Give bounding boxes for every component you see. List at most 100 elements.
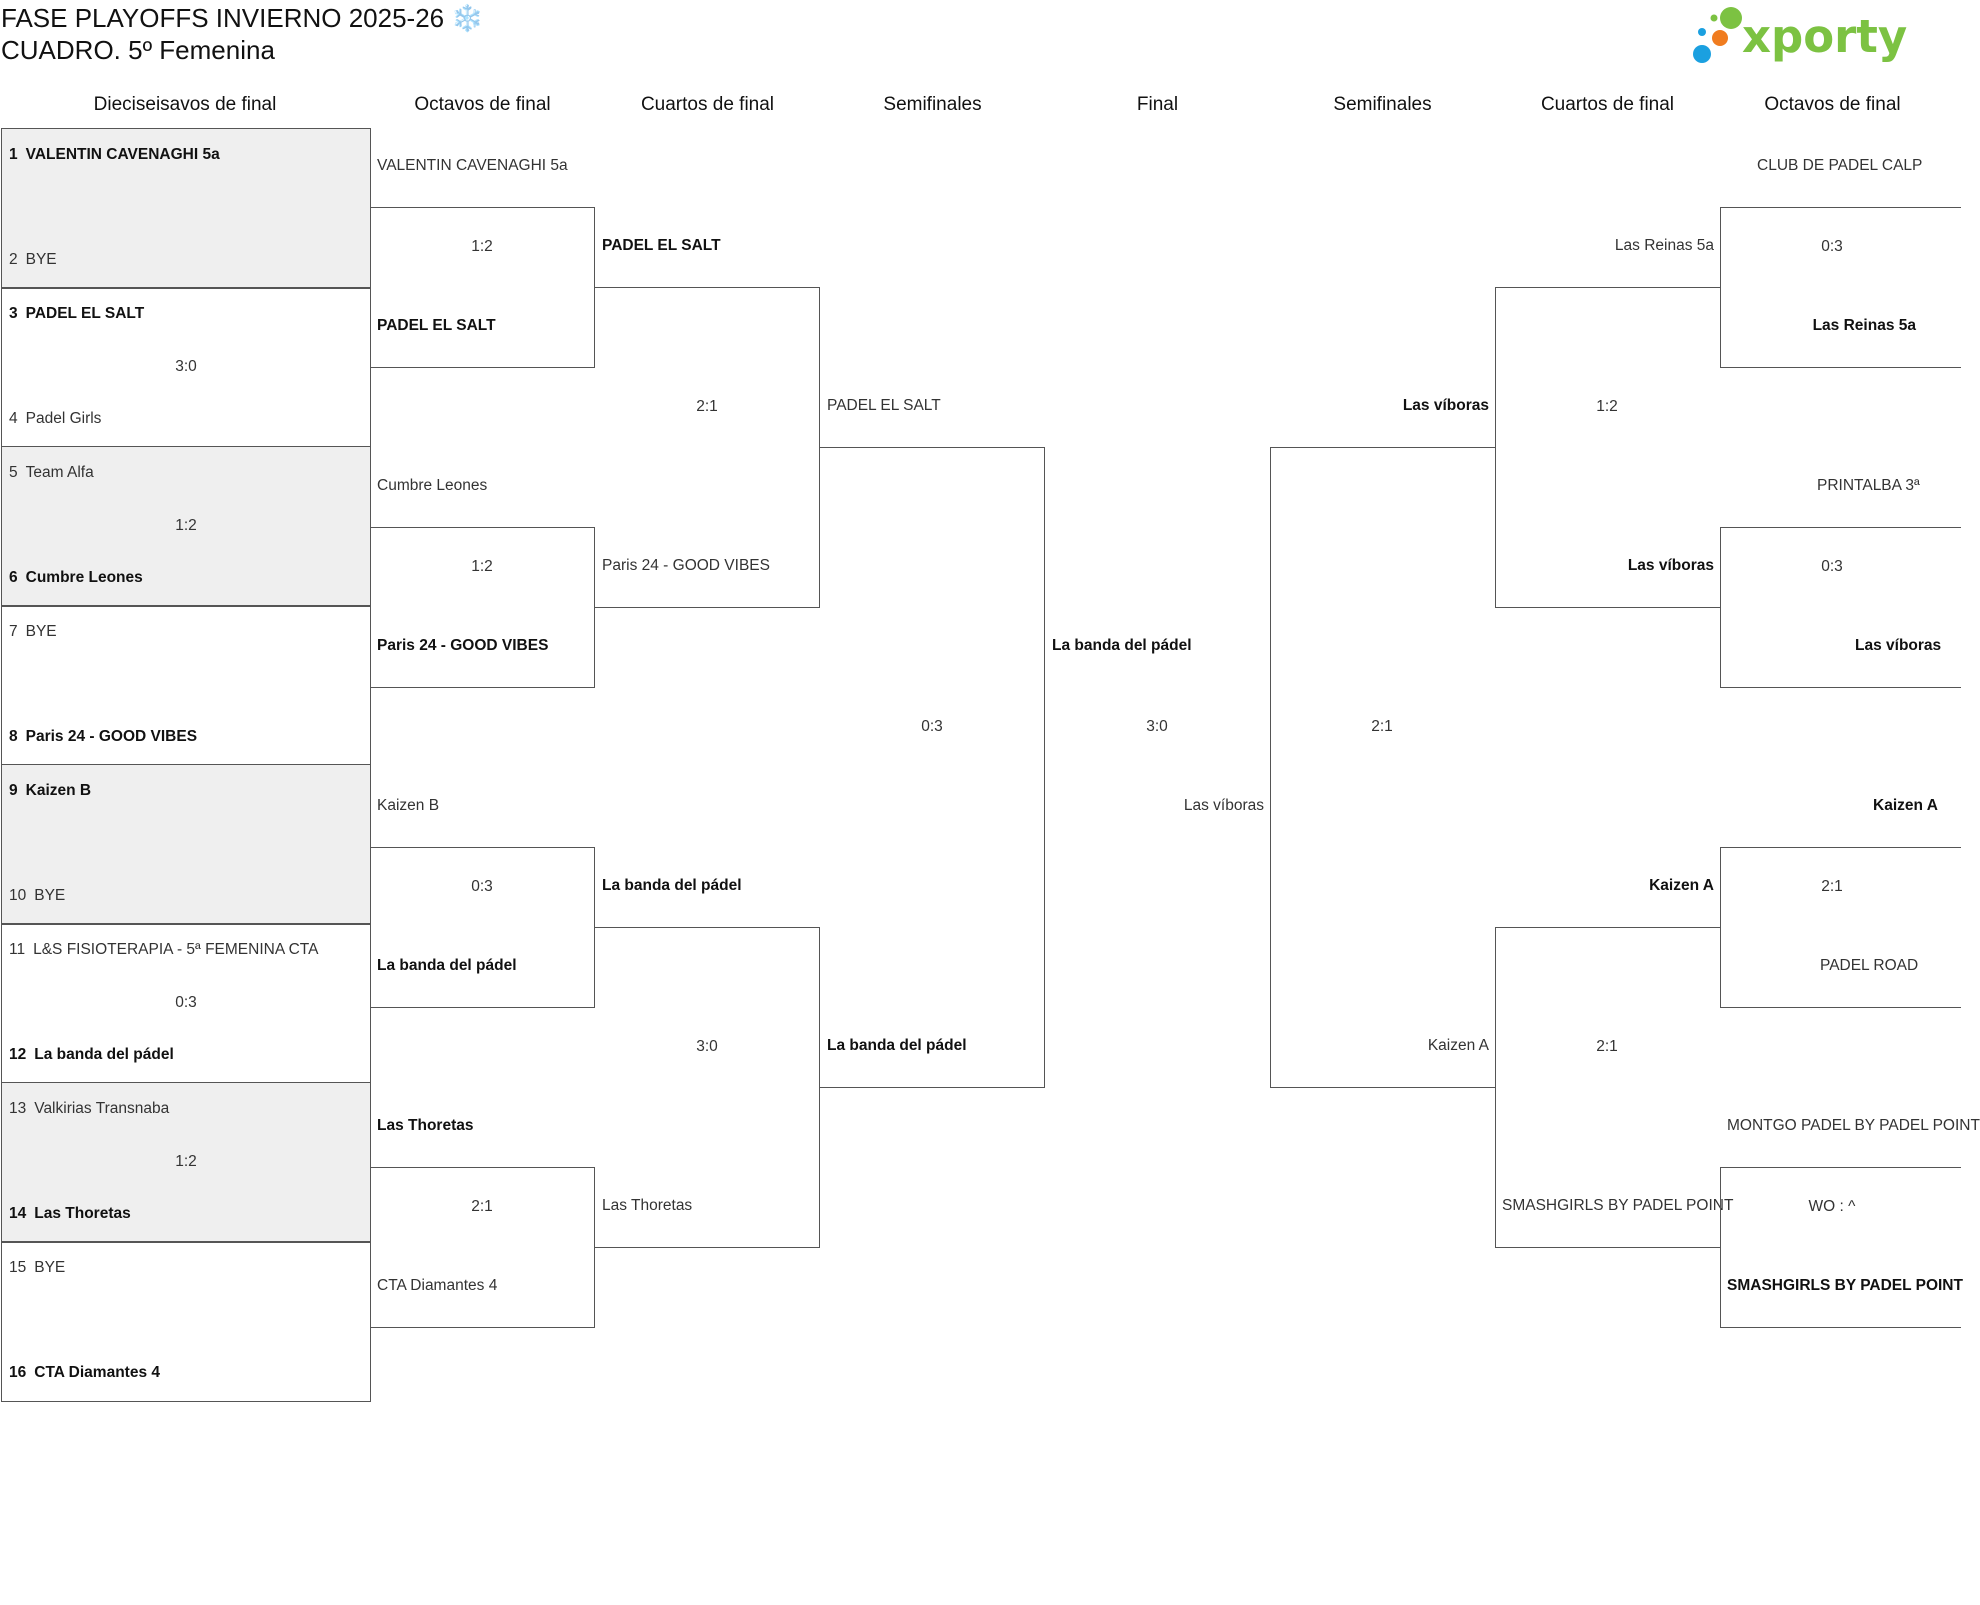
match-bracket[interactable]: [1720, 527, 1961, 688]
header-sf-right: Semifinales: [1333, 94, 1432, 115]
header-final: Final: [1136, 94, 1179, 115]
match-score: 0:3: [921, 718, 943, 735]
logo-dot-green: [1720, 7, 1742, 29]
team-name: La banda del pádel: [377, 957, 517, 974]
match-bracket[interactable]: [370, 527, 595, 688]
team-name: Cumbre Leones: [377, 477, 488, 494]
team-name: CLUB DE PADEL CALP: [1757, 157, 1923, 174]
match-score: 1:2: [175, 517, 197, 534]
team-name: PRINTALBA 3ª: [1817, 477, 1920, 494]
team-name: Kaizen A: [1427, 1037, 1489, 1054]
match-bracket[interactable]: [370, 847, 595, 1008]
team-name: Las víboras: [1855, 637, 1942, 654]
team-name: VALENTIN CAVENAGHI 5a: [377, 157, 568, 174]
match-score: 2:1: [1596, 1038, 1618, 1055]
logo-text: xporty: [1742, 10, 1907, 63]
team-name: Las víboras: [1402, 397, 1489, 414]
team-name: PADEL ROAD: [1820, 957, 1919, 974]
match-score: 1:2: [175, 1153, 197, 1170]
match-bracket[interactable]: [820, 447, 1045, 1088]
team-name: PADEL EL SALT: [827, 397, 941, 414]
page-title: FASE PLAYOFFS INVIERNO 2025-26 ❄️: [1, 3, 484, 33]
logo-dot-blue: [1693, 45, 1711, 63]
team-name: Paris 24 - GOOD VIBES: [377, 637, 549, 654]
team-name: Kaizen A: [1873, 797, 1938, 814]
match-bracket[interactable]: [595, 927, 820, 1248]
match-bracket[interactable]: [595, 287, 820, 608]
team-name: PADEL EL SALT: [602, 237, 721, 254]
team-name: Las víboras: [1183, 797, 1264, 814]
team-name: Las Reinas 5a: [1614, 237, 1714, 254]
team-name: Las Thoretas: [377, 1117, 474, 1134]
logo-dot-orange: [1712, 30, 1728, 46]
match-score: 3:0: [175, 358, 197, 375]
match-bracket[interactable]: [1720, 847, 1961, 1008]
xporty-logo: xporty: [1693, 7, 1907, 63]
match-score: 2:1: [1371, 718, 1393, 735]
match-score: 1:2: [471, 238, 493, 255]
team-name: Las Reinas 5a: [1812, 317, 1916, 334]
match-score: 1:2: [1596, 398, 1618, 415]
header-r16-right: Octavos de final: [1764, 94, 1901, 115]
header-sf-left: Semifinales: [883, 94, 982, 115]
match-bracket[interactable]: [370, 207, 595, 368]
match-score: 0:3: [175, 994, 197, 1011]
match-score: 0:3: [471, 878, 493, 895]
match-score: 1:2: [471, 558, 493, 575]
header-qf-left: Cuartos de final: [640, 94, 775, 115]
match-score: WO : ^: [1808, 1198, 1856, 1215]
match-score: 2:1: [471, 1198, 493, 1215]
match-bracket[interactable]: [1495, 287, 1720, 608]
team-name: La banda del pádel: [602, 877, 742, 894]
match-score: 3:0: [696, 1038, 718, 1055]
team-name: SMASHGIRLS BY PADEL POINT: [1502, 1197, 1734, 1214]
team-name: La banda del pádel: [827, 1037, 967, 1054]
team-name: Kaizen B: [377, 797, 440, 814]
team-name: PADEL EL SALT: [377, 317, 496, 334]
team-name: CTA Diamantes 4: [377, 1277, 498, 1294]
page-subtitle: CUADRO. 5º Femenina: [1, 35, 275, 65]
match-score: 0:3: [1821, 558, 1843, 575]
team-name: MONTGO PADEL BY PADEL POINT: [1727, 1117, 1980, 1134]
team-name: SMASHGIRLS BY PADEL POINT: [1727, 1277, 1963, 1294]
match-bracket[interactable]: [1270, 447, 1495, 1088]
team-name: La banda del pádel: [1052, 637, 1192, 654]
header-qf-right: Cuartos de final: [1540, 94, 1675, 115]
match-bracket[interactable]: [370, 1167, 595, 1328]
match-score: 2:1: [696, 398, 718, 415]
match-score: 0:3: [1821, 238, 1843, 255]
team-name: Las víboras: [1627, 557, 1714, 574]
match-bracket[interactable]: [1720, 207, 1961, 368]
team-name: Paris 24 - GOOD VIBES: [602, 557, 770, 574]
match-bracket[interactable]: [1720, 1167, 1961, 1328]
header-r16-left: Octavos de final: [414, 94, 551, 115]
team-name: Las Thoretas: [602, 1197, 693, 1214]
match-bracket[interactable]: [1495, 927, 1720, 1248]
match-score: 2:1: [1821, 878, 1843, 895]
team-name: Kaizen A: [1649, 877, 1714, 894]
